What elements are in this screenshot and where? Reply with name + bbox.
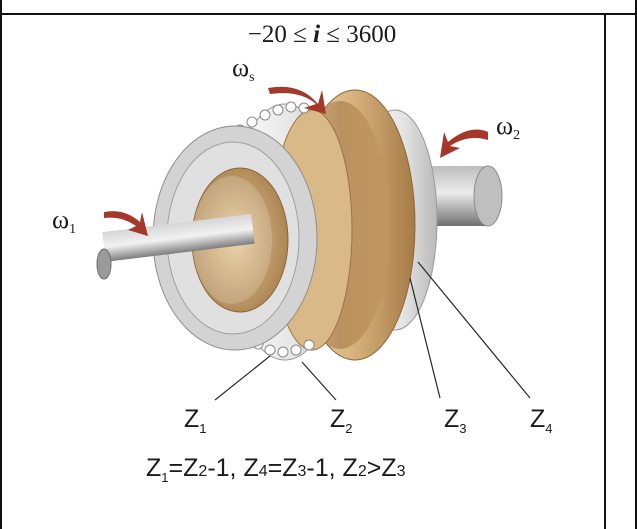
z3-label: Z3: [444, 405, 467, 436]
range-title: −20 ≤ i ≤ 3600: [248, 21, 397, 48]
omega-1-label: ω1: [52, 205, 76, 237]
arrow-omega-s: [268, 86, 326, 114]
leader-lines: [214, 261, 531, 401]
rotation-arrows: [104, 86, 488, 236]
arrow-omega-1: [104, 211, 148, 236]
z2-label: Z2: [330, 405, 353, 436]
z4-label: Z4: [530, 405, 553, 436]
input-shaft: [96, 213, 255, 280]
z1-label: Z1: [184, 405, 207, 436]
omega-s-label: ωs: [232, 53, 255, 85]
omega-2-label: ω2: [496, 111, 520, 143]
tooth-relation-formula: Z1=Z2-1, Z4=Z3-1, Z2>Z3: [146, 454, 406, 485]
arrow-omega-2: [440, 129, 488, 158]
